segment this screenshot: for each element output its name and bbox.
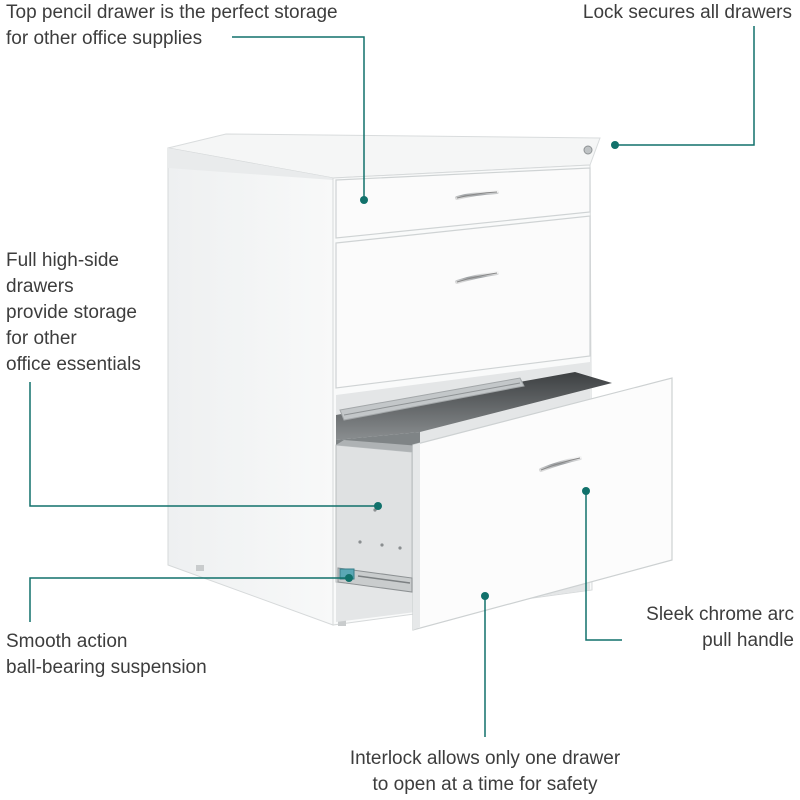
high-side-caption-line4: for other [6,328,77,349]
interlock-caption-line1: Interlock allows only one drawer [349,748,621,769]
handle-caption-line2: pull handle [702,630,794,651]
high-side-caption-line1: Full high-side [6,250,119,271]
lock-icon [583,145,593,155]
handle-caption: Sleek chrome arc pull handle [646,602,794,654]
callout-lines [29,26,755,737]
interlock-caption-line2: to open at a time for safety [372,774,598,795]
pencil-drawer-caption: Top pencil drawer is the perfect storage… [6,0,338,52]
interlock-dot [481,592,489,600]
suspension-dot [345,574,353,582]
high-side-caption: Full high-side drawers provide storage f… [6,248,141,378]
suspension-caption: Smooth action ball-bearing suspension [6,629,207,681]
suspension-caption-line1: Smooth action [6,631,128,652]
open-drawer-box [335,432,420,593]
pencil-drawer-caption-line2: for other office supplies [6,28,203,49]
interlock-caption: Interlock allows only one drawer to open… [280,746,690,798]
suspension-caption-line2: ball-bearing suspension [6,657,207,678]
lock-caption-line1: Lock secures all drawers [582,2,792,23]
bottom-drawer-front [412,377,673,631]
lock-dot [611,141,619,149]
pencil-drawer-caption-line1: Top pencil drawer is the perfect storage [6,2,338,23]
high-side-caption-line3: provide storage [6,302,137,323]
handle-caption-line1: Sleek chrome arc [646,604,794,625]
high-side-caption-line5: office essentials [6,354,141,375]
pencil-drawer-dot [360,196,368,204]
lock-caption: Lock secures all drawers [583,0,792,26]
middle-drawer [335,215,591,389]
pencil-drawer [335,167,591,239]
high-side-dot [374,502,382,510]
handle-dot [582,487,590,495]
high-side-caption-line2: drawers [6,276,74,297]
